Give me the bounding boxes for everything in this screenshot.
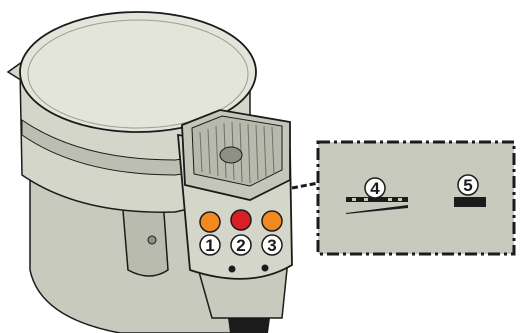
block-indicator-icon: [454, 197, 486, 207]
level-scale-icon: [346, 197, 408, 214]
badge-3-label: 3: [267, 236, 276, 255]
badge-3: 3: [261, 234, 283, 256]
control-handle: 1 2 3: [177, 109, 293, 333]
lid: [19, 11, 257, 133]
badge-4: 4: [364, 177, 386, 199]
badge-5-label: 5: [463, 176, 472, 195]
vent-center-grid: [219, 146, 243, 164]
badge-1: 1: [199, 234, 221, 256]
detail-callout: 4 5: [316, 140, 516, 256]
indicator-hole-left: [228, 265, 236, 273]
badge-2: 2: [230, 234, 252, 256]
badge-2-label: 2: [236, 236, 245, 255]
badge-5: 5: [457, 174, 479, 196]
cable-connector: [228, 318, 270, 333]
button-1[interactable]: [199, 211, 221, 233]
badge-1-label: 1: [205, 236, 214, 255]
lid-rim: [27, 19, 249, 129]
badge-4-label: 4: [370, 179, 380, 198]
vent-slots: [199, 121, 275, 184]
button-2[interactable]: [230, 209, 252, 231]
button-3[interactable]: [261, 210, 283, 232]
bracket-screw: [147, 235, 157, 245]
callout-leader: [291, 181, 319, 190]
indicator-hole-right: [261, 264, 269, 272]
